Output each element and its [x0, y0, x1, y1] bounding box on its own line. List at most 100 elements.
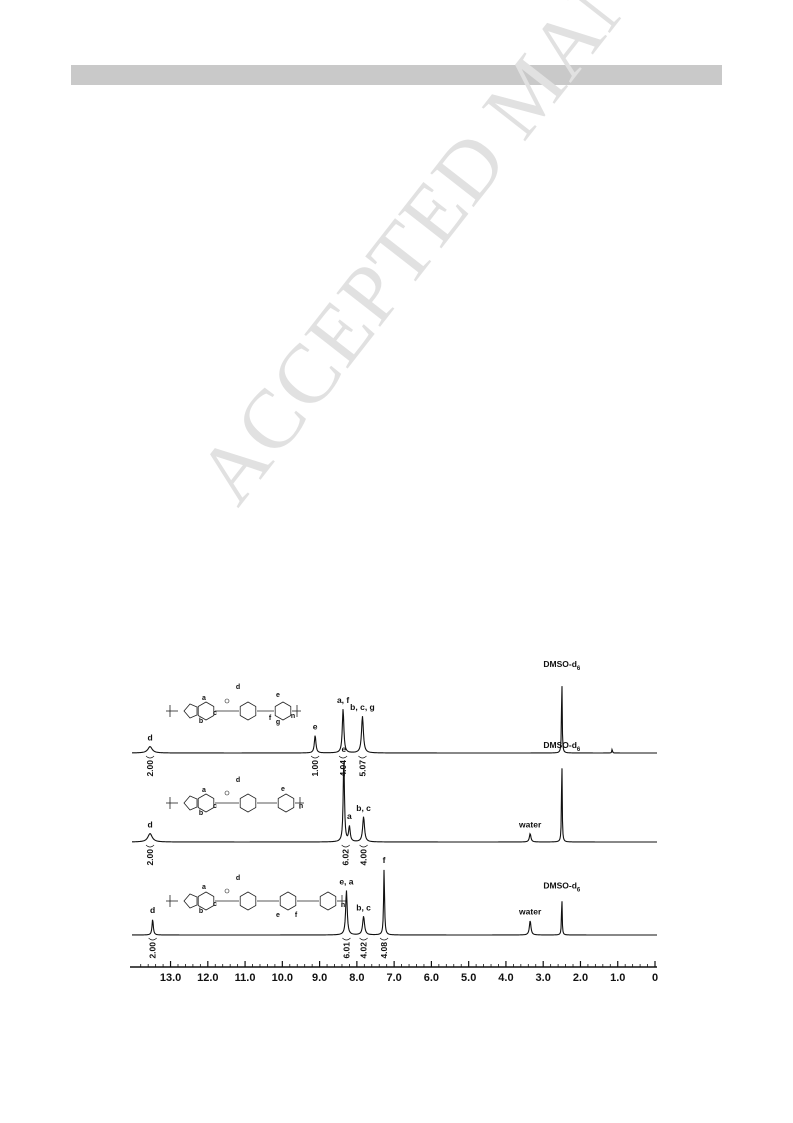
ring-shape	[197, 793, 215, 813]
peak-label: water	[518, 907, 542, 917]
axis-tick-label: 6.0	[424, 972, 439, 984]
integral-value: 4.02	[359, 942, 369, 959]
ring-shape	[274, 701, 292, 721]
spectrum-trace	[132, 869, 657, 936]
peak-label: f	[383, 855, 386, 865]
peak-label: d	[150, 905, 155, 915]
ring-shape	[239, 793, 257, 813]
spectrum-trace	[131, 686, 657, 754]
integral-value: 4.04	[338, 760, 348, 777]
integral-value: 4.00	[359, 849, 369, 866]
ring-shape	[239, 891, 257, 911]
peak-label: a, f	[337, 695, 349, 705]
ring-shape	[197, 891, 215, 911]
sulfone-oxygen	[224, 888, 230, 894]
axis-tick-label: 3.0	[536, 972, 551, 984]
integral-bracket	[310, 755, 320, 759]
structure-atom-label: n	[291, 713, 295, 720]
integral-bracket	[341, 844, 350, 848]
structure-atom-label: a	[202, 787, 206, 794]
structure-atom-label: c	[213, 901, 217, 908]
integral-bracket	[145, 755, 155, 759]
peak-label: DMSO-d6	[543, 881, 581, 894]
imidazole-ring	[183, 795, 198, 811]
axis-tick-label: 8.0	[349, 972, 364, 984]
structure-atom-label: b	[199, 810, 203, 817]
peak-label: DMSO-d6	[543, 740, 581, 753]
ring-shape	[197, 701, 215, 721]
integral-bracket	[145, 844, 155, 848]
integral-bracket	[338, 755, 348, 759]
integral-value: 6.02	[341, 849, 351, 866]
spectrum-3: d e, a b, c f water DMSO-d6 2.00 6.01 4.02 4.08	[132, 855, 657, 959]
integral-bracket	[358, 755, 367, 759]
peak-label: b, c	[356, 803, 371, 813]
axis-tick-label: 12.0	[197, 972, 218, 984]
structure-atom-label: n	[299, 803, 303, 810]
axis-tick-label: 9.0	[312, 972, 327, 984]
structure-atom-label: c	[213, 803, 217, 810]
ring-shape	[279, 891, 297, 911]
structure-atom-label: c	[213, 710, 217, 717]
axis-tick-label: 4.0	[498, 972, 513, 984]
integral-value: 2.00	[145, 849, 155, 866]
integral-value: 4.08	[379, 942, 389, 959]
structure-atom-label: e	[276, 912, 280, 919]
structure-atom-label: f	[295, 912, 298, 919]
axis-tick-label: 0	[652, 972, 658, 984]
structure-atom-label: n	[341, 902, 345, 909]
peak-label: a	[347, 811, 352, 821]
integral-value: 1.00	[310, 760, 320, 777]
structure-atom-label: d	[236, 684, 240, 691]
sulfone-oxygen	[224, 698, 230, 704]
integral-bracket	[148, 937, 157, 941]
structure-atom-label: d	[236, 875, 240, 882]
structure-atom-label: b	[199, 908, 203, 915]
peak-label: b, c	[356, 902, 371, 912]
peak-label: DMSO-d6	[543, 659, 581, 672]
ring-shape	[277, 793, 295, 813]
integral-bracket	[359, 937, 368, 941]
structure-atom-label: g	[276, 719, 280, 726]
structure-3: a b c d e f n	[166, 875, 346, 919]
peak-label: e	[313, 721, 318, 731]
integral-value: 6.01	[341, 942, 351, 959]
axis-tick-label: 7.0	[386, 972, 401, 984]
structure-atom-label: a	[202, 695, 206, 702]
peak-label: e	[341, 744, 346, 754]
axis-tick-label: 13.0	[160, 972, 181, 984]
peak-label: water	[518, 820, 542, 830]
integral-value: 2.00	[145, 760, 155, 777]
spectrum-1: d e a, fb, c, g DMSO-d6 2.00 1.00 4.04 5.07	[131, 659, 657, 777]
structure-atom-label: a	[202, 884, 206, 891]
imidazole-ring	[183, 893, 198, 909]
ring-shape	[319, 891, 337, 911]
axis-tick-label: 11.0	[235, 972, 256, 984]
spectrum-2: d e a b, c water DMSO-d6 2.00 6.02 4.00	[131, 740, 657, 866]
peak-label: e, a	[339, 876, 353, 886]
axis-tick-label: 2.0	[573, 972, 588, 984]
integral-value: 5.07	[357, 760, 367, 777]
ring-shape	[239, 701, 257, 721]
peak-label: d	[147, 733, 152, 743]
integral-bracket	[342, 937, 351, 941]
spectrum-trace	[131, 761, 657, 843]
axis-tick-label: 1.0	[610, 972, 625, 984]
structure-atom-label: f	[269, 715, 272, 722]
integral-value: 2.00	[148, 942, 158, 959]
peak-label: b, c, g	[350, 702, 375, 712]
axis-tick-label: 10.0	[272, 972, 293, 984]
header-bar	[71, 65, 722, 85]
sulfone-oxygen	[224, 790, 230, 796]
structure-atom-label: e	[276, 692, 280, 699]
peak-label: d	[147, 820, 152, 830]
integral-bracket	[359, 844, 368, 848]
structure-atom-label: e	[281, 786, 285, 793]
imidazole-ring	[183, 703, 198, 719]
structure-atom-label: d	[236, 777, 240, 784]
